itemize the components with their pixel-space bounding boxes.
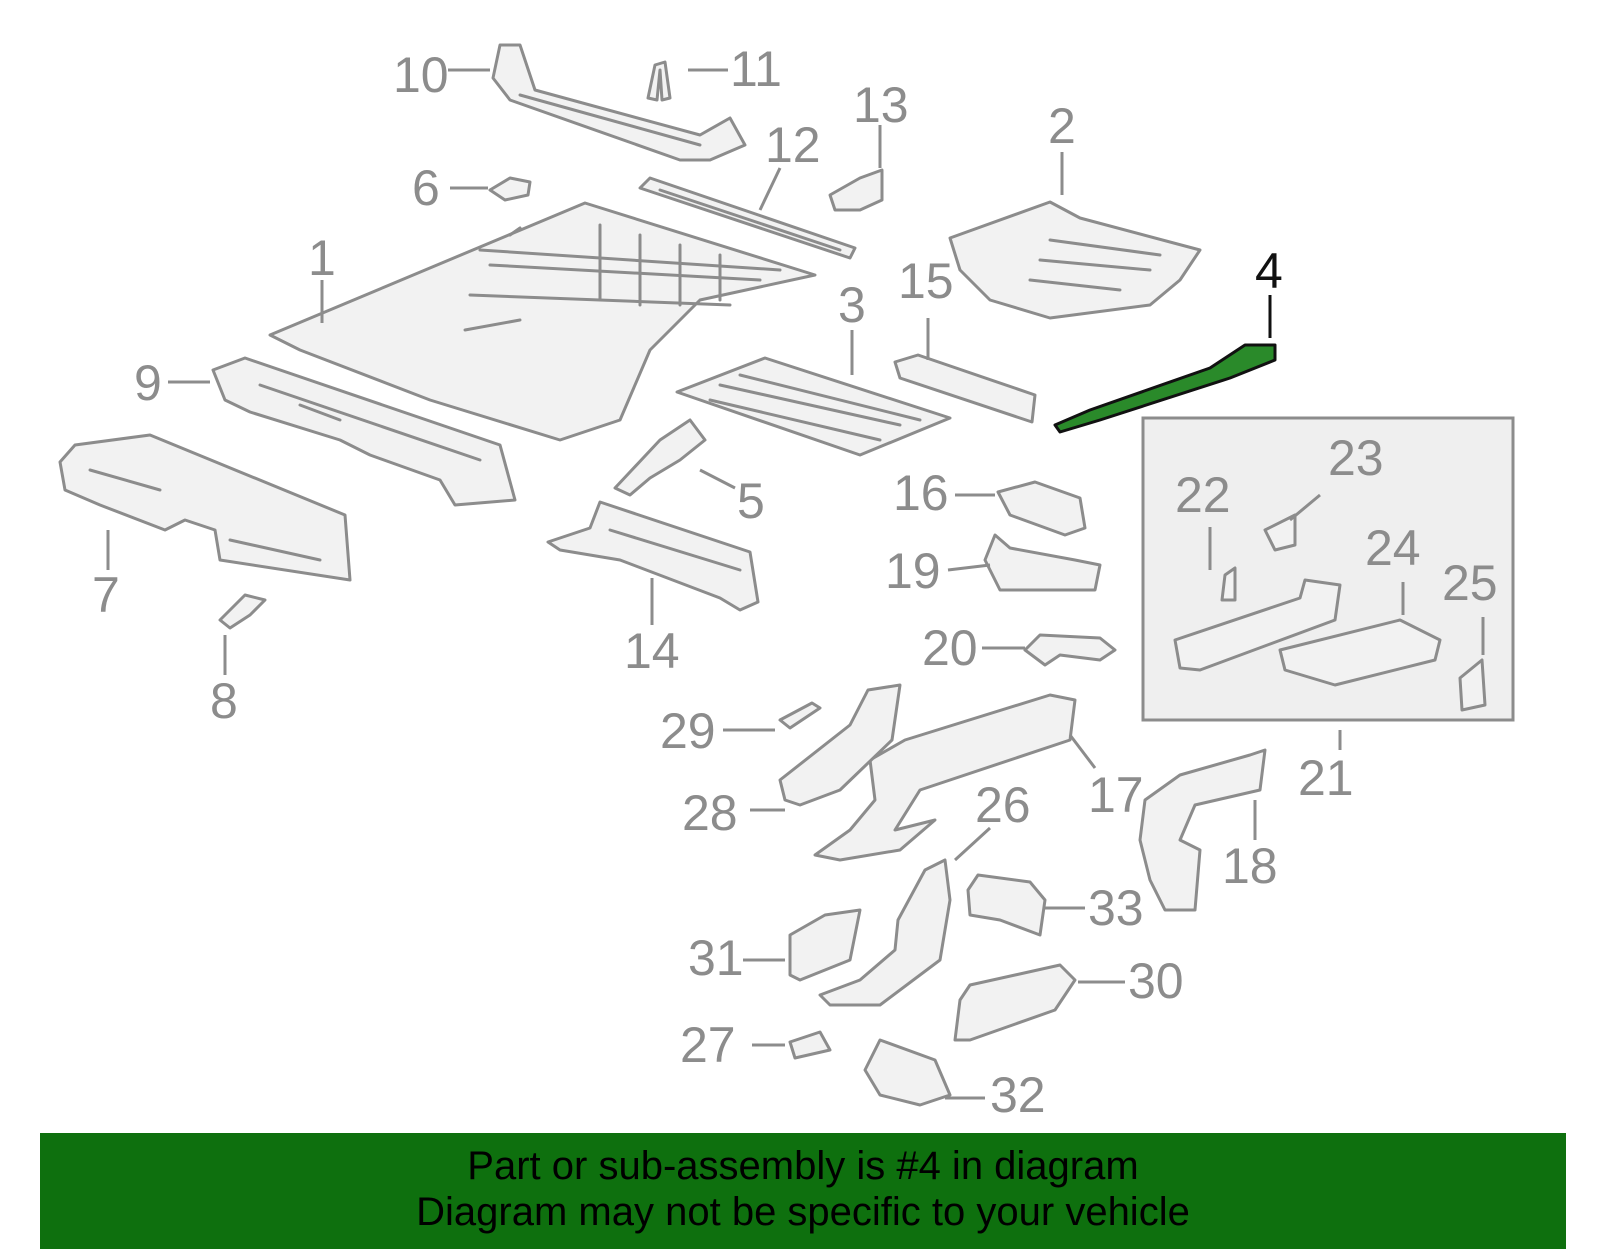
callout-3: 3	[838, 277, 866, 333]
part-19-bracket[interactable]	[983, 533, 1102, 592]
callout-29: 29	[660, 703, 716, 759]
part-8-bracket[interactable]	[218, 593, 267, 630]
callout-7: 7	[92, 567, 120, 623]
banner-line-1: Part or sub-assembly is #4 in diagram	[467, 1144, 1139, 1188]
part-13-bracket[interactable]	[828, 168, 884, 212]
part-23-bracket	[1263, 513, 1297, 552]
callout-28: 28	[682, 785, 738, 841]
part-15-reinforcement[interactable]	[893, 353, 1037, 424]
part-21-inset[interactable]	[1141, 416, 1515, 722]
part-20-bracket[interactable]	[1023, 633, 1117, 667]
part-4-rail[interactable]	[1053, 343, 1277, 434]
part-6-bracket[interactable]	[488, 176, 532, 202]
callout-23: 23	[1328, 430, 1384, 486]
callout-12: 12	[765, 117, 821, 173]
callout-20: 20	[922, 620, 978, 676]
part-14-sill[interactable]	[546, 500, 760, 612]
part-2-rear-floor-pan[interactable]	[948, 200, 1202, 320]
callout-26: 26	[975, 777, 1031, 833]
part-1-floor-panel[interactable]	[268, 201, 817, 442]
callout-25: 25	[1442, 555, 1498, 611]
callout-31: 31	[688, 930, 744, 986]
part-32-bracket[interactable]	[863, 1038, 952, 1107]
callout-19: 19	[885, 543, 941, 599]
callout-21: 21	[1298, 750, 1354, 806]
part-16-bracket[interactable]	[996, 480, 1087, 537]
callout-16: 16	[893, 465, 949, 521]
callout-13: 13	[853, 77, 909, 133]
part-30-bracket[interactable]	[953, 963, 1077, 1042]
callout-10: 10	[393, 47, 449, 103]
info-banner: Part or sub-assembly is #4 in diagram Di…	[40, 1133, 1566, 1249]
callout-8: 8	[210, 673, 238, 729]
callout-32: 32	[990, 1067, 1046, 1123]
part-18-rail[interactable]	[1138, 748, 1267, 912]
callout-15: 15	[898, 253, 954, 309]
callout-5: 5	[737, 473, 765, 529]
part-17-rail[interactable]	[813, 693, 1077, 862]
part-12-reinforcement[interactable]	[638, 176, 857, 260]
callout-24: 24	[1365, 520, 1421, 576]
callout-9: 9	[134, 355, 162, 411]
part-22-bracket	[1220, 566, 1237, 602]
callout-18: 18	[1222, 838, 1278, 894]
callout-6: 6	[412, 160, 440, 216]
callout-30: 30	[1128, 953, 1184, 1009]
callout-27: 27	[680, 1017, 736, 1073]
callout-33: 33	[1088, 880, 1144, 936]
part-9-crossmember[interactable]	[211, 356, 517, 507]
part-25-bracket	[1458, 658, 1487, 712]
part-27-bracket[interactable]	[788, 1030, 832, 1060]
callout-22: 22	[1175, 467, 1231, 523]
leader-lines	[106, 68, 1485, 1100]
callout-4: 4	[1255, 243, 1283, 299]
callout-11: 11	[730, 41, 782, 97]
part-28-bracket[interactable]	[778, 683, 902, 807]
part-31-bracket[interactable]	[788, 908, 862, 982]
banner-line-2: Diagram may not be specific to your vehi…	[416, 1190, 1190, 1234]
part-3-floor-section[interactable]	[675, 356, 952, 457]
part-11-clip[interactable]	[646, 60, 672, 102]
part-26-rail[interactable]	[818, 858, 952, 1007]
part-29-bracket[interactable]	[778, 701, 822, 730]
callout-1: 1	[308, 230, 336, 286]
part-5-bracket[interactable]	[613, 418, 707, 497]
callout-labels: 1 2 3 4 5 6 7 8 9 10 11 12 13 14 15 16 1…	[92, 41, 1498, 1123]
part-24-panel	[1278, 618, 1442, 687]
callout-14: 14	[624, 623, 680, 679]
part-33-bracket[interactable]	[966, 873, 1047, 937]
callout-2: 2	[1048, 98, 1076, 154]
callout-17: 17	[1088, 767, 1144, 823]
part-10-crossmember[interactable]	[491, 43, 747, 162]
part-7-crossmember[interactable]	[58, 433, 352, 582]
part-21-rail	[1173, 578, 1342, 672]
